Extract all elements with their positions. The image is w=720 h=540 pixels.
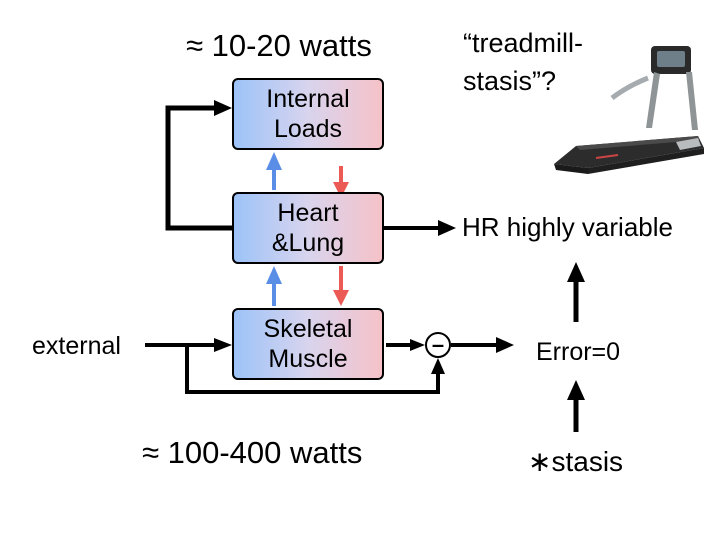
internal-feedback-line — [165, 105, 232, 231]
treadmill-question-line-1: “treadmill- — [463, 28, 584, 58]
external-power-label: ≈ 100-400 watts — [142, 435, 363, 470]
skeletal-to-sum-arrowhead — [410, 339, 425, 351]
error-to-hr-arrowhead — [567, 262, 585, 282]
external-label: external — [32, 332, 121, 360]
sum-feedback-line — [185, 345, 440, 394]
heart-lung-line-1: Heart — [277, 198, 339, 227]
skeletal-muscle-block: Skeletal Muscle — [232, 308, 384, 380]
heart-lung-line-2: &Lung — [271, 229, 345, 257]
down-arrowhead-2 — [333, 290, 349, 306]
internal-loads-block: Internal Loads — [232, 78, 384, 150]
sum-feedback-arrowhead — [431, 358, 445, 374]
hr-variable-label: HR highly variable — [462, 212, 673, 242]
error-label: Error=0 — [536, 338, 621, 366]
up-arrowhead-1 — [266, 152, 282, 170]
external-input-arrowhead — [214, 338, 232, 352]
up-arrowhead-2 — [266, 266, 282, 284]
skeletal-muscle-line-2: Muscle — [268, 345, 348, 373]
heart-to-hr-arrowhead — [438, 220, 456, 236]
sum-to-error-arrowhead — [496, 337, 514, 353]
internal-loads-line-2: Loads — [273, 115, 343, 143]
skeletal-muscle-line-1: Skeletal — [263, 314, 353, 343]
heart-lung-block: Heart &Lung — [232, 192, 384, 264]
stasis-label: ∗stasis — [528, 446, 624, 477]
treadmill-question-line-2: stasis”? — [463, 66, 557, 96]
stasis-to-error-arrowhead — [567, 380, 585, 400]
internal-feedback-arrowhead — [214, 100, 232, 116]
down-arrowhead-1 — [333, 182, 349, 198]
sum-sign: – — [431, 332, 445, 357]
internal-loads-line-1: Internal — [266, 84, 350, 113]
summing-junction: – — [425, 332, 451, 358]
internal-power-label: ≈ 10-20 watts — [186, 28, 372, 63]
treadmill-icon — [554, 46, 704, 174]
